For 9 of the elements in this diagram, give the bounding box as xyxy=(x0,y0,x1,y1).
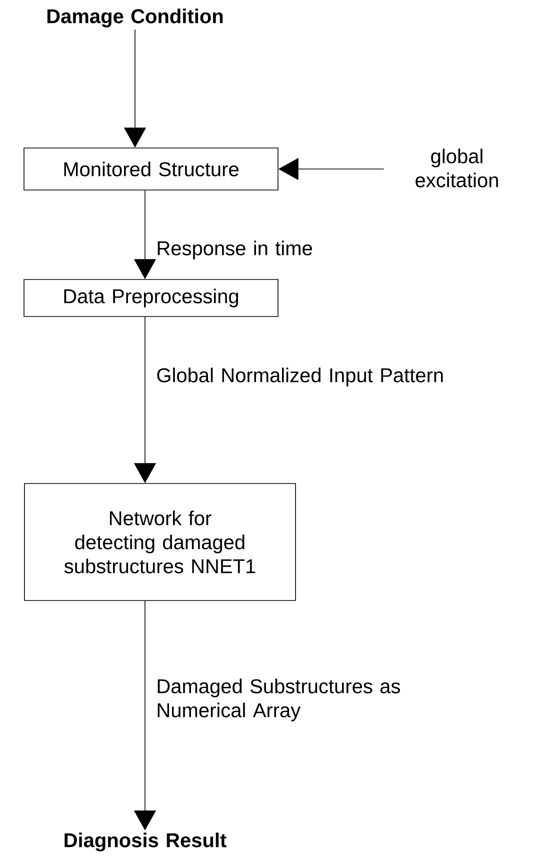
text-label: Damage Condition xyxy=(47,8,223,28)
text-label: Diagnosis Result xyxy=(64,832,226,852)
edge-label: Global Normalized Input Pattern xyxy=(157,368,443,386)
edge-label: Damaged Substructures as Numerical Array xyxy=(158,678,400,722)
process-box: Network for detecting damaged substructures NNET1 xyxy=(24,483,296,601)
process-box: Monitored Structure xyxy=(24,148,278,190)
process-box: Data Preprocessing xyxy=(24,279,278,317)
edge-label: Response in time xyxy=(158,240,312,260)
text-label: global excitation xyxy=(416,148,498,188)
